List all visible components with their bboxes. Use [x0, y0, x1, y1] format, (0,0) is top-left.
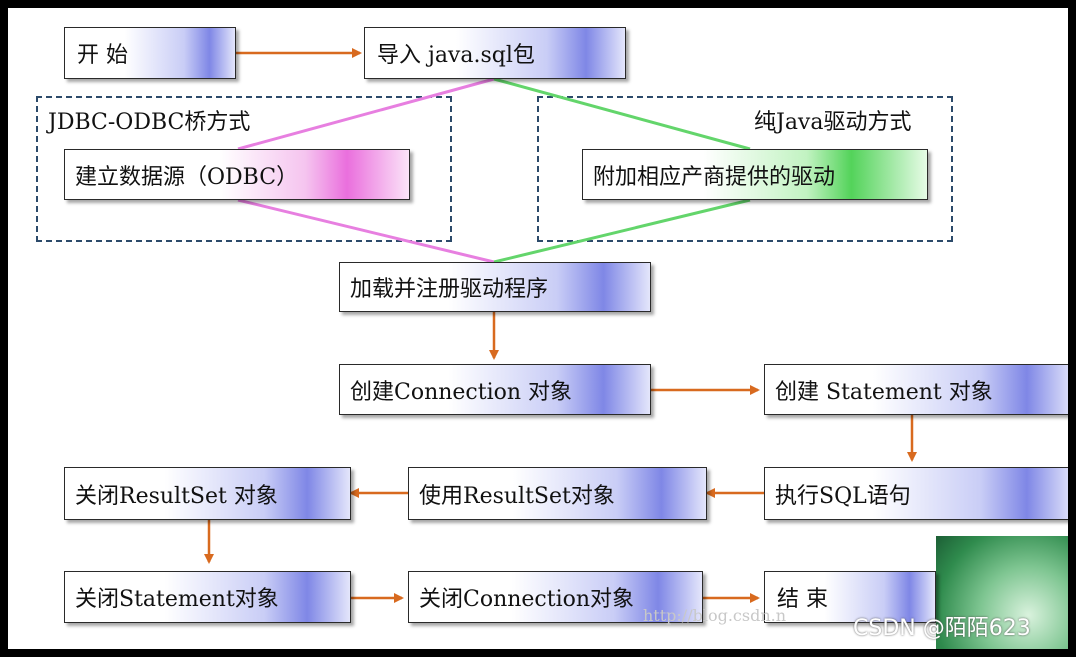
decorative-globe-image [936, 536, 1068, 649]
node-end: 结 束 [764, 571, 936, 623]
node-use-rs: 使用ResultSet对象 [408, 467, 707, 520]
connector-lines [204, 48, 917, 603]
node-create-conn-label: 创建Connection 对象 [350, 379, 573, 405]
node-close-stmt: 关闭Statement对象 [64, 571, 351, 623]
node-exec-sql-label: 执行SQL语句 [775, 483, 911, 509]
line-import-to-datasource [237, 77, 495, 151]
node-start-label: 开 始 [77, 43, 128, 68]
node-vendor-driver: 附加相应产商提供的驱动 [582, 149, 928, 200]
node-create-conn: 创建Connection 对象 [339, 364, 651, 415]
node-end-label: 结 束 [777, 587, 828, 612]
group-jdbc-odbc [36, 96, 452, 242]
node-import: 导入 java.sql包 [364, 27, 626, 79]
node-close-rs-label: 关闭ResultSet 对象 [75, 483, 278, 509]
node-create-stmt: 创建 Statement 对象 [764, 364, 1068, 415]
group-label-jdbc-odbc: JDBC-ODBC桥方式 [48, 110, 251, 135]
group-pure-java [537, 96, 953, 242]
group-label-pure-java: 纯Java驱动方式 [754, 110, 912, 135]
node-close-rs: 关闭ResultSet 对象 [64, 467, 351, 520]
node-import-label: 导入 java.sql包 [377, 43, 535, 68]
node-close-conn: 关闭Connection对象 [408, 571, 703, 623]
node-close-conn-label: 关闭Connection对象 [419, 587, 635, 612]
node-exec-sql: 执行SQL语句 [764, 467, 1068, 520]
node-create-stmt-label: 创建 Statement 对象 [775, 379, 993, 405]
node-load-driver-label: 加载并注册驱动程序 [350, 277, 549, 302]
node-load-driver: 加载并注册驱动程序 [339, 262, 651, 312]
node-use-rs-label: 使用ResultSet对象 [419, 483, 615, 509]
node-datasource: 建立数据源（ODBC） [64, 149, 410, 200]
flowchart-canvas: JDBC-ODBC桥方式 纯Java驱动方式 开 始 导入 java.sql包 … [8, 8, 1068, 649]
node-datasource-label: 建立数据源（ODBC） [75, 164, 299, 190]
csdn-watermark: CSDN @陌陌623 [853, 616, 1031, 641]
node-start: 开 始 [64, 27, 236, 79]
node-close-stmt-label: 关闭Statement对象 [75, 587, 279, 612]
line-import-to-vendor-driver [493, 77, 751, 151]
node-vendor-driver-label: 附加相应产商提供的驱动 [593, 164, 836, 190]
faint-url-watermark: http://blog.csdn.n [643, 606, 787, 625]
line-datasource-to-load-driver [237, 198, 495, 264]
line-vendor-driver-to-load-driver [493, 198, 751, 264]
